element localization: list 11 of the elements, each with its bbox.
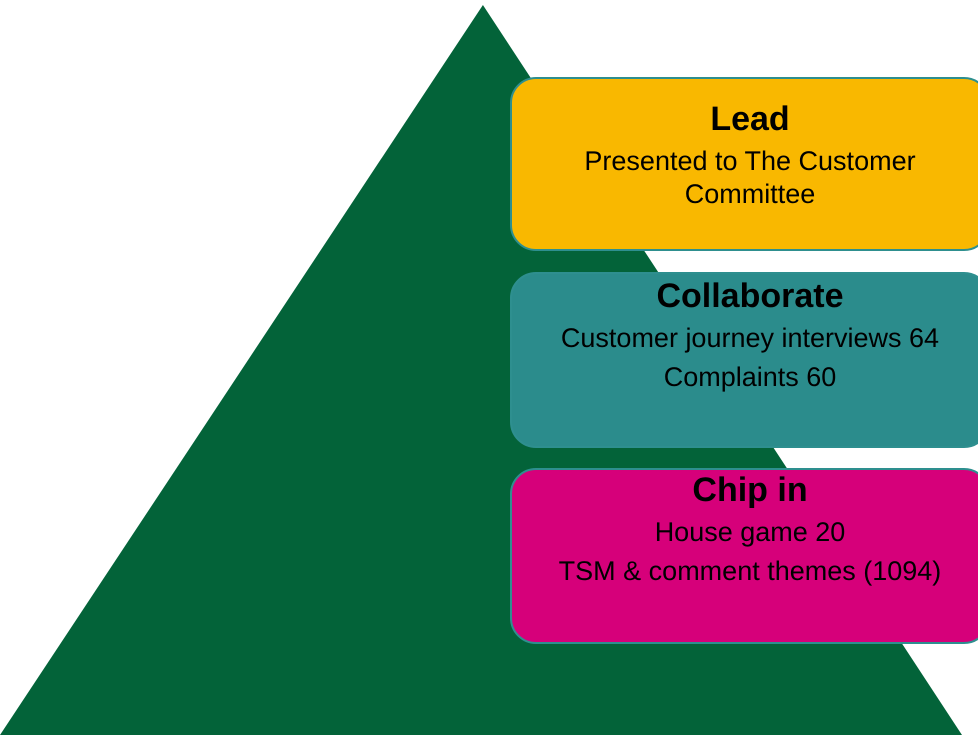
level-card xyxy=(510,272,978,448)
level-card xyxy=(510,468,978,644)
level-card xyxy=(510,77,978,251)
level-heading: Lead xyxy=(710,99,790,139)
level-description: House game 20 xyxy=(654,516,846,549)
level-description: TSM & comment themes (1094) xyxy=(558,555,942,588)
level-description: Customer journey interviews 64 xyxy=(560,322,940,355)
level-heading: Collaborate xyxy=(656,276,844,316)
level-description: Complaints 60 xyxy=(664,361,836,394)
level-description: Presented to The Customer Committee xyxy=(583,145,917,211)
level-heading: Chip in xyxy=(692,470,808,510)
